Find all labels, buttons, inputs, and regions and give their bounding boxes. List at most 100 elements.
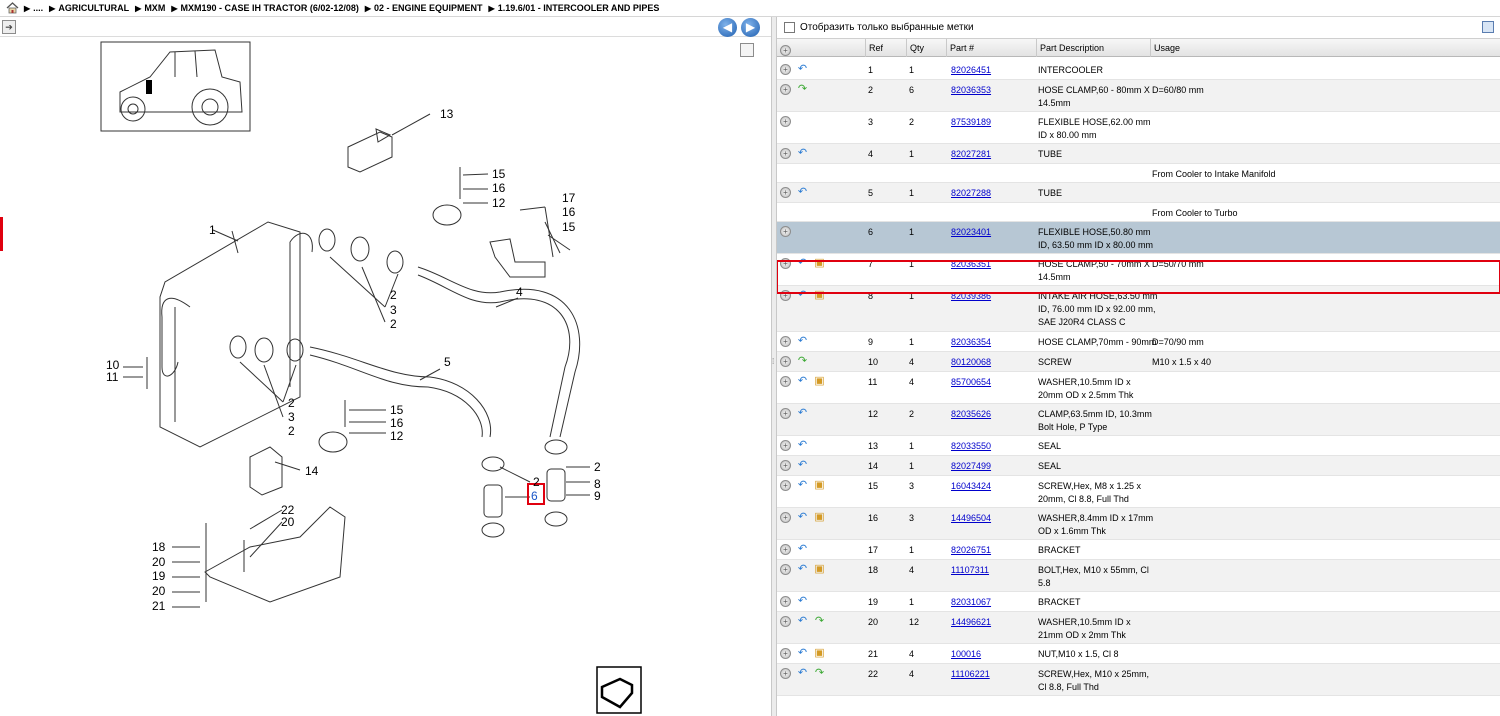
part-number-link[interactable]: 82036354 [951, 337, 992, 347]
header-part-number[interactable]: Part # [947, 39, 1037, 57]
callout[interactable]: 12 [492, 196, 506, 210]
callout[interactable]: 22 [281, 503, 295, 517]
callout[interactable]: 3 [390, 303, 397, 317]
part-number-link[interactable]: 14496504 [951, 513, 992, 523]
package-icon[interactable]: ▣ [814, 479, 825, 491]
callout[interactable]: 2 [288, 396, 295, 410]
row-expand-icon[interactable]: + [780, 460, 791, 471]
breadcrumb-item-agricultural[interactable]: ▶AGRICULTURAL [49, 3, 130, 13]
row-expand-icon[interactable]: + [780, 512, 791, 523]
callout[interactable]: 16 [492, 181, 506, 195]
callout[interactable]: 13 [440, 107, 454, 121]
breadcrumb-item-section[interactable]: ▶1.19.6/01 - INTERCOOLER AND PIPES [488, 3, 660, 13]
return-arrow-icon[interactable]: ↶ [797, 459, 808, 471]
part-number-link[interactable]: 82023401 [951, 227, 992, 237]
return-arrow-icon[interactable]: ↶ [797, 289, 808, 301]
part-number-link[interactable]: 82026751 [951, 545, 992, 555]
callout[interactable]: 5 [444, 355, 451, 369]
grid-settings-icon[interactable] [1482, 21, 1494, 33]
part-number-link[interactable]: 82027281 [951, 149, 992, 159]
part-number-link[interactable]: 82039386 [951, 291, 992, 301]
callout[interactable]: 15 [492, 167, 506, 181]
package-icon[interactable]: ▣ [814, 257, 825, 269]
callout[interactable]: 15 [562, 220, 576, 234]
callout[interactable]: 9 [594, 489, 601, 503]
callout[interactable]: 20 [152, 555, 166, 569]
part-number-link[interactable]: 100016 [951, 649, 982, 659]
table-row[interactable]: From Cooler to Intake Manifold [777, 164, 1500, 183]
forward-arrow-icon[interactable]: ▶ [741, 18, 760, 37]
part-number-link[interactable]: 82031067 [951, 597, 992, 607]
row-expand-icon[interactable]: + [780, 258, 791, 269]
callout[interactable]: 2 [288, 424, 295, 438]
return-arrow-icon[interactable]: ↶ [797, 543, 808, 555]
row-expand-icon[interactable]: + [780, 84, 791, 95]
callout-highlighted[interactable]: 6 [531, 489, 538, 503]
breadcrumb-item-root[interactable]: ▶.... [24, 3, 44, 13]
callout[interactable]: 14 [305, 464, 319, 478]
callout[interactable]: 12 [390, 429, 404, 443]
callout[interactable]: 2 [390, 288, 397, 302]
package-icon[interactable]: ▣ [814, 511, 825, 523]
callout[interactable]: 2 [594, 460, 601, 474]
callout[interactable]: 1 [209, 223, 216, 237]
return-arrow-icon[interactable]: ↶ [797, 439, 808, 451]
package-icon[interactable]: ▣ [814, 563, 825, 575]
row-expand-icon[interactable]: + [780, 336, 791, 347]
return-arrow-icon[interactable]: ↶ [797, 186, 808, 198]
package-icon[interactable]: ▣ [814, 289, 825, 301]
part-number-link[interactable]: 82033550 [951, 441, 992, 451]
row-expand-icon[interactable]: + [780, 648, 791, 659]
callout[interactable]: 2 [390, 317, 397, 331]
return-arrow-icon[interactable]: ↶ [797, 563, 808, 575]
next-page-icon[interactable] [596, 666, 642, 714]
callout[interactable]: 19 [152, 569, 166, 583]
part-number-link[interactable]: 14496621 [951, 617, 992, 627]
row-expand-icon[interactable]: + [780, 187, 791, 198]
return-arrow-icon[interactable]: ↶ [797, 147, 808, 159]
row-expand-icon[interactable]: + [780, 480, 791, 491]
callout[interactable]: 15 [390, 403, 404, 417]
back-arrow-icon[interactable]: ◀ [718, 18, 737, 37]
row-expand-icon[interactable]: + [780, 226, 791, 237]
part-number-link[interactable]: 82026451 [951, 65, 992, 75]
part-number-link[interactable]: 82027499 [951, 461, 992, 471]
part-number-link[interactable]: 82035626 [951, 409, 992, 419]
part-number-link[interactable]: 80120068 [951, 357, 992, 367]
zoom-toggle-icon[interactable] [740, 43, 754, 57]
row-expand-icon[interactable]: + [780, 544, 791, 555]
callout[interactable]: 16 [390, 416, 404, 430]
header-usage[interactable]: Usage [1154, 43, 1181, 53]
header-ref[interactable]: Ref [866, 39, 907, 57]
breadcrumb-item-model[interactable]: ▶MXM190 - CASE IH TRACTOR (6/02-12/08) [171, 3, 359, 13]
callout[interactable]: 21 [152, 599, 166, 613]
return-arrow-icon[interactable]: ↶ [797, 479, 808, 491]
row-expand-icon[interactable]: + [780, 116, 791, 127]
part-number-link[interactable]: 11107311 [951, 565, 990, 575]
replace-arrow-icon[interactable]: ↷ [814, 667, 825, 679]
return-arrow-icon[interactable]: ↶ [797, 407, 808, 419]
part-number-link[interactable]: 16043424 [951, 481, 992, 491]
export-icon[interactable]: ➔ [2, 20, 16, 34]
part-number-link[interactable]: 82036351 [951, 259, 992, 269]
return-arrow-icon[interactable]: ↶ [797, 375, 808, 387]
callout[interactable]: 10 [106, 358, 120, 372]
callout[interactable]: 3 [288, 410, 295, 424]
header-qty[interactable]: Qty [907, 39, 947, 57]
